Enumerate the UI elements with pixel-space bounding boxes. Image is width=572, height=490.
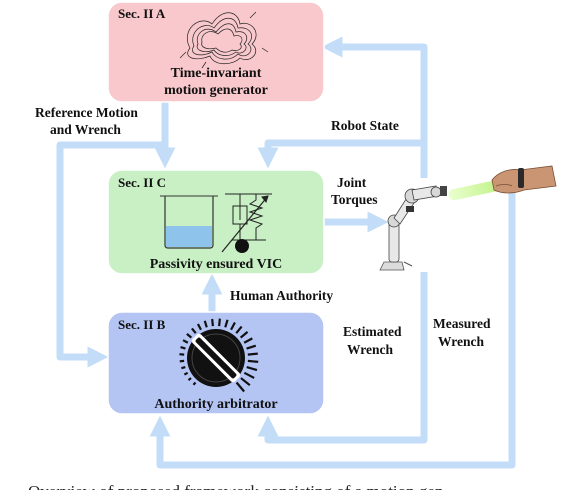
vic-section-label: Sec. II C — [118, 175, 166, 190]
dial-tick — [181, 365, 186, 370]
dial-tick — [240, 377, 251, 387]
vic-title: Passivity ensured VIC — [150, 257, 283, 272]
motion-title-line1: Time-invariant — [171, 66, 262, 81]
authority-dial-icon — [179, 318, 259, 393]
dial-tick — [230, 321, 236, 331]
dial-tick — [239, 331, 249, 339]
dial-tick — [183, 371, 189, 376]
dial-tick — [191, 327, 197, 334]
arrow-reference-to-arbitrator — [56, 141, 165, 368]
dial-tick — [196, 323, 202, 331]
arrow-robotstate-to-motion — [321, 36, 428, 178]
reference-label-line1: Reference Motion — [35, 105, 138, 120]
robot-state-label: Robot State — [331, 118, 399, 133]
dial-tick — [235, 325, 243, 334]
estimated-label-line1: Estimated — [343, 324, 402, 339]
estimated-label-line2: Wrench — [347, 342, 393, 357]
human-authority-label: Human Authority — [230, 288, 333, 303]
measured-label-line1: Measured — [433, 316, 491, 331]
human-hand-icon — [491, 165, 557, 194]
dial-tick — [211, 318, 214, 327]
dial-tick — [246, 365, 258, 372]
dial-tick — [218, 318, 221, 327]
motion-title-line2: motion generator — [164, 83, 268, 98]
dial-tick — [224, 319, 229, 328]
reference-label-line2: and Wrench — [50, 122, 121, 137]
arrow-measured-to-arbitrator — [149, 185, 516, 469]
dial-tick — [243, 337, 253, 344]
arrow-estimated-to-arbitrator — [257, 272, 428, 444]
dial-tick — [243, 371, 255, 379]
dial-tick — [182, 339, 189, 344]
motion-section-label: Sec. II A — [118, 6, 166, 21]
motion-trajectory-icon — [179, 11, 269, 69]
spring-damper-icon — [221, 193, 272, 253]
mass-ball-icon — [235, 239, 249, 253]
dial-tick — [203, 320, 208, 328]
arrow-robotstate-to-vic — [257, 139, 424, 169]
dial-tick — [187, 377, 192, 382]
arbitrator-section-label: Sec. II B — [118, 317, 166, 332]
dial-tick — [180, 345, 186, 350]
dial-tick — [246, 344, 257, 350]
dial-tick — [235, 381, 245, 393]
measured-label-line2: Wrench — [438, 334, 484, 349]
arbitrator-title: Authority arbitrator — [154, 397, 277, 412]
robot-arm-icon — [379, 185, 447, 271]
dial-tick — [192, 381, 197, 386]
figure-caption: Overview of proposed framework consistin… — [28, 482, 444, 490]
dial-tick — [247, 359, 259, 363]
joint-label-line2: Torques — [331, 192, 378, 207]
damping-beaker-icon — [160, 195, 218, 249]
dial-tick — [247, 352, 258, 356]
dial-tick — [186, 333, 193, 339]
joint-label-line1: Joint — [337, 175, 367, 190]
